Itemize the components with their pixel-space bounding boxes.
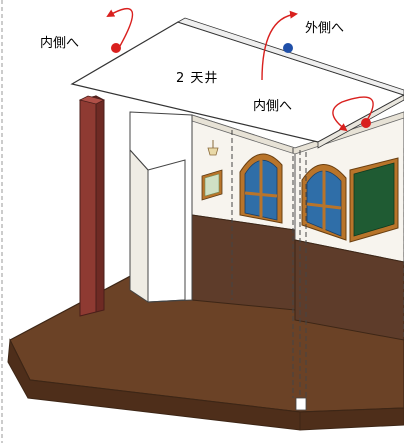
floor-edge-right <box>299 407 404 431</box>
label-outer: 外側へ <box>305 21 345 36</box>
wall-lamp-icon <box>207 140 219 156</box>
ceiling-panel-edge <box>317 94 404 149</box>
red-dot-right <box>361 118 371 128</box>
red-dot-left <box>111 43 121 53</box>
right-wall-wainscot <box>294 239 404 341</box>
back-wall-wainscot <box>191 214 296 311</box>
fold-arrow-inner-left <box>106 7 134 47</box>
fold-arrow-inner-right <box>332 96 374 132</box>
dashed-guide-lines <box>231 130 404 402</box>
door-panel <box>147 159 186 303</box>
label-ceiling: 2 天井 <box>176 71 219 86</box>
ceiling-back-flap <box>177 17 404 96</box>
fold-arrow-outer <box>261 10 298 81</box>
label-inner-left: 内側へ <box>40 36 80 51</box>
label-inner-right: 内側へ <box>253 99 293 114</box>
arched-window-left-icon <box>239 153 283 224</box>
fold-arrows <box>106 7 374 132</box>
ceiling-panel <box>70 21 404 143</box>
door-jamb <box>129 148 149 303</box>
door-sill <box>147 299 186 303</box>
green-board-icon <box>349 157 399 243</box>
floor-slot <box>295 397 307 411</box>
blue-dot <box>283 43 293 53</box>
arched-window-right-icon <box>301 164 347 241</box>
left-pillar <box>78 95 106 317</box>
framed-picture-icon <box>201 169 223 201</box>
